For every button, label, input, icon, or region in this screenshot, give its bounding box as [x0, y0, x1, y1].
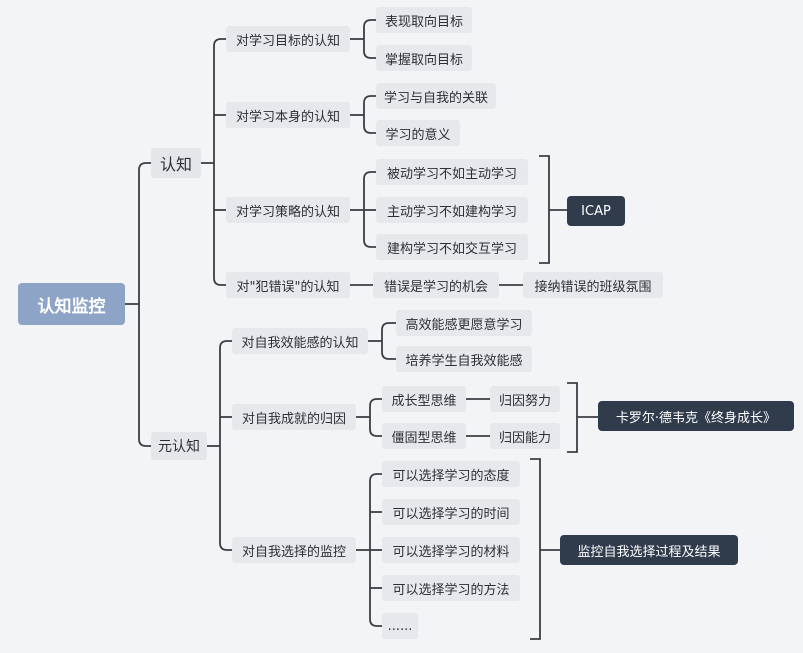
branch-cognition[interactable]: 认知: [151, 148, 201, 178]
item-fixed-mindset[interactable]: 僵固型思维: [382, 423, 466, 449]
root-node[interactable]: 认知监控: [18, 283, 125, 325]
item-attribute-effort[interactable]: 归因努力: [490, 386, 560, 412]
item-learning-meaning[interactable]: 学习的意义: [376, 120, 460, 146]
choice-bottom: [369, 550, 382, 627]
root-bottom: [138, 304, 151, 447]
item-mistake-opportunity[interactable]: 错误是学习的机会: [373, 272, 499, 298]
itself-top: [363, 95, 376, 115]
metacognition-top: [219, 340, 232, 446]
icap-bracket: [539, 155, 550, 264]
attribution-top: [369, 398, 382, 417]
item-mastery-goal[interactable]: 掌握取向目标: [376, 45, 472, 71]
item-active-constructive[interactable]: 主动学习不如建构学习: [376, 197, 528, 223]
item-passive-active[interactable]: 被动学习不如主动学习: [376, 159, 528, 185]
topic-learning-itself[interactable]: 对学习本身的认知: [226, 102, 350, 128]
cognition-top: [213, 38, 226, 163]
topic-mistakes[interactable]: 对"犯错误"的认知: [226, 272, 350, 298]
item-high-efficacy[interactable]: 高效能感更愿意学习: [396, 310, 532, 336]
strategy-top: [363, 171, 376, 210]
item-choose-time[interactable]: 可以选择学习的时间: [382, 499, 520, 525]
itself-bottom: [363, 115, 376, 134]
item-ellipsis[interactable]: ......: [382, 613, 418, 639]
choice-top: [369, 473, 382, 550]
topic-achievement-attribution[interactable]: 对自我成就的归因: [232, 404, 356, 430]
item-accept-mistakes-climate[interactable]: 接纳错误的班级氛围: [523, 272, 663, 298]
goals-top: [363, 19, 376, 39]
root-top: [138, 162, 151, 304]
monitor-bracket: [530, 458, 541, 640]
summary-icap[interactable]: ICAP: [567, 196, 625, 226]
item-choose-material[interactable]: 可以选择学习的材料: [382, 537, 520, 563]
item-constructive-interactive[interactable]: 建构学习不如交互学习: [376, 234, 528, 260]
efficacy-top: [381, 322, 396, 341]
item-choose-method[interactable]: 可以选择学习的方法: [382, 575, 520, 601]
item-growth-mindset[interactable]: 成长型思维: [382, 386, 466, 412]
item-attribute-ability[interactable]: 归因能力: [490, 423, 560, 449]
item-cultivate-efficacy[interactable]: 培养学生自我效能感: [396, 346, 532, 372]
item-performance-goal[interactable]: 表现取向目标: [376, 7, 472, 33]
summary-mindset-book[interactable]: 卡罗尔·德韦克《终身成长》: [598, 401, 794, 431]
cognition-bottom: [213, 163, 226, 286]
attribution-bottom: [369, 417, 382, 437]
metacognition-bottom: [219, 446, 232, 551]
topic-learning-goals[interactable]: 对学习目标的认知: [226, 26, 350, 52]
goals-bottom: [363, 39, 376, 59]
topic-learning-strategy[interactable]: 对学习策略的认知: [226, 197, 350, 223]
strategy-bottom: [363, 210, 376, 248]
item-learning-self-link[interactable]: 学习与自我的关联: [376, 83, 496, 109]
summary-monitor-choice[interactable]: 监控自我选择过程及结果: [560, 535, 738, 565]
topic-self-efficacy[interactable]: 对自我效能感的认知: [232, 328, 368, 354]
topic-choice-monitoring[interactable]: 对自我选择的监控: [232, 537, 356, 563]
efficacy-bottom: [381, 341, 396, 360]
item-choose-attitude[interactable]: 可以选择学习的态度: [382, 461, 520, 487]
branch-metacognition[interactable]: 元认知: [151, 432, 207, 460]
mindset-bracket: [567, 382, 578, 453]
